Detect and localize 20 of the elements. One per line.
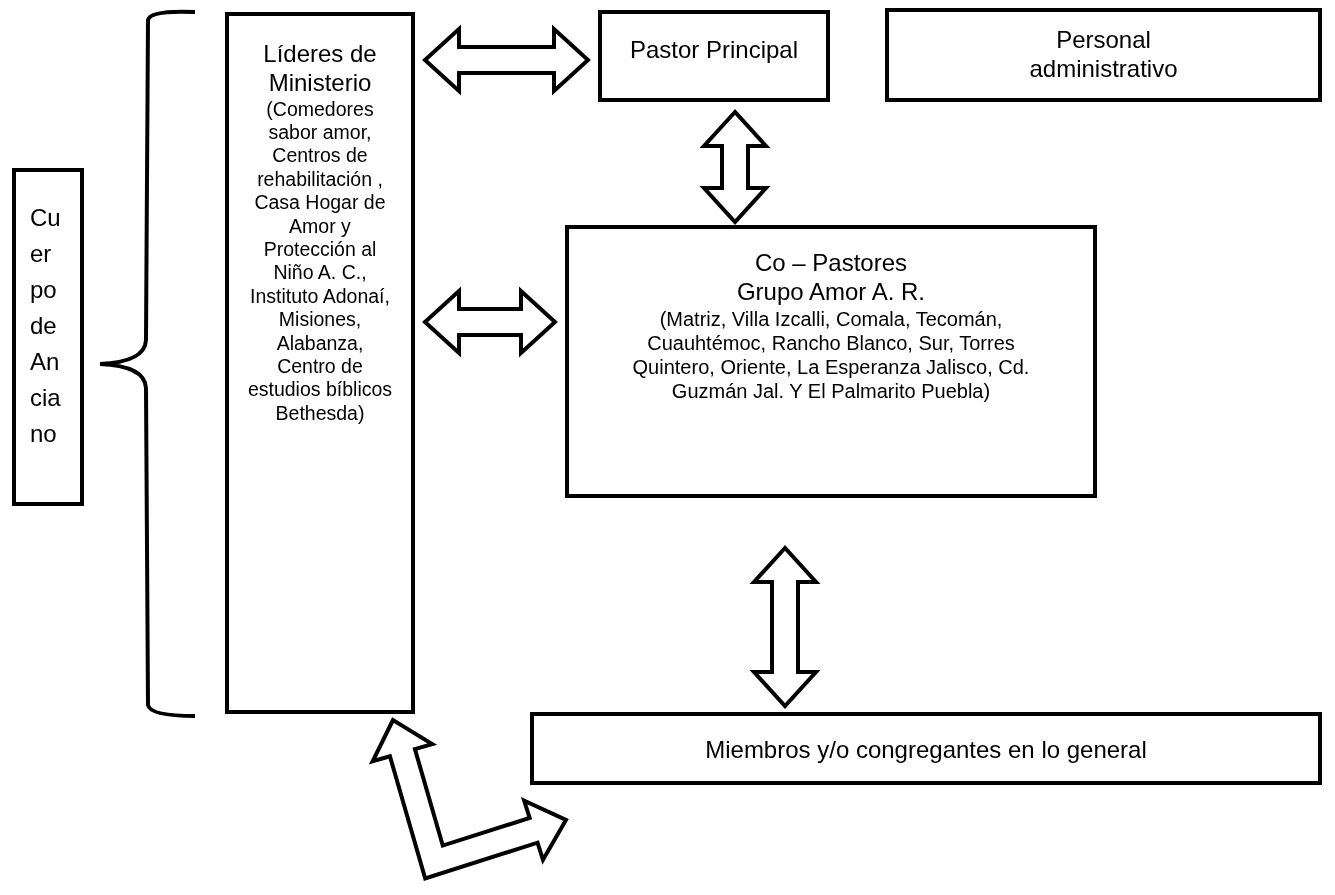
box-label: Pastor Principal — [629, 36, 799, 65]
process-box — [530, 712, 1322, 785]
process-box — [598, 10, 830, 102]
box-text: Grupo Amor A. R. — [735, 277, 927, 307]
box-text: (Comedores sabor amor, Centros de rehabilitación , Casa Hogar de Amor y Protección al Niño A. C., Instituto Adonaí, Misiones, Alabanza, Centro de estudios bíblicos Bethesda) — [246, 97, 394, 426]
box-text: (Matriz, Villa Izcalli, Comala, Tecomán, Cuauhtémoc, Rancho Blanco, Sur, Torres Quintero, Oriente, La Esperanza Jalisco, Cd. Guzmán Jal. Y El Palmarito Puebla) — [631, 306, 1031, 403]
double-block-arrow — [422, 24, 591, 96]
process-box — [885, 8, 1322, 102]
box-label: Personal administrativo — [1028, 26, 1179, 84]
double-block-arrow — [422, 286, 558, 358]
box-label: Miembros y/o congregantes en lo general — [705, 736, 1147, 765]
process-box — [565, 225, 1097, 498]
double-block-arrow — [699, 109, 771, 225]
box-heading: Co – Pastores — [753, 249, 909, 278]
box-heading: Líderes de Ministerio — [262, 40, 378, 98]
box-label: Cuerpo de Anciano — [30, 203, 62, 449]
process-box — [225, 12, 415, 714]
double-block-arrow — [368, 717, 569, 881]
rotated-box — [12, 168, 84, 506]
double-block-arrow — [749, 545, 821, 709]
